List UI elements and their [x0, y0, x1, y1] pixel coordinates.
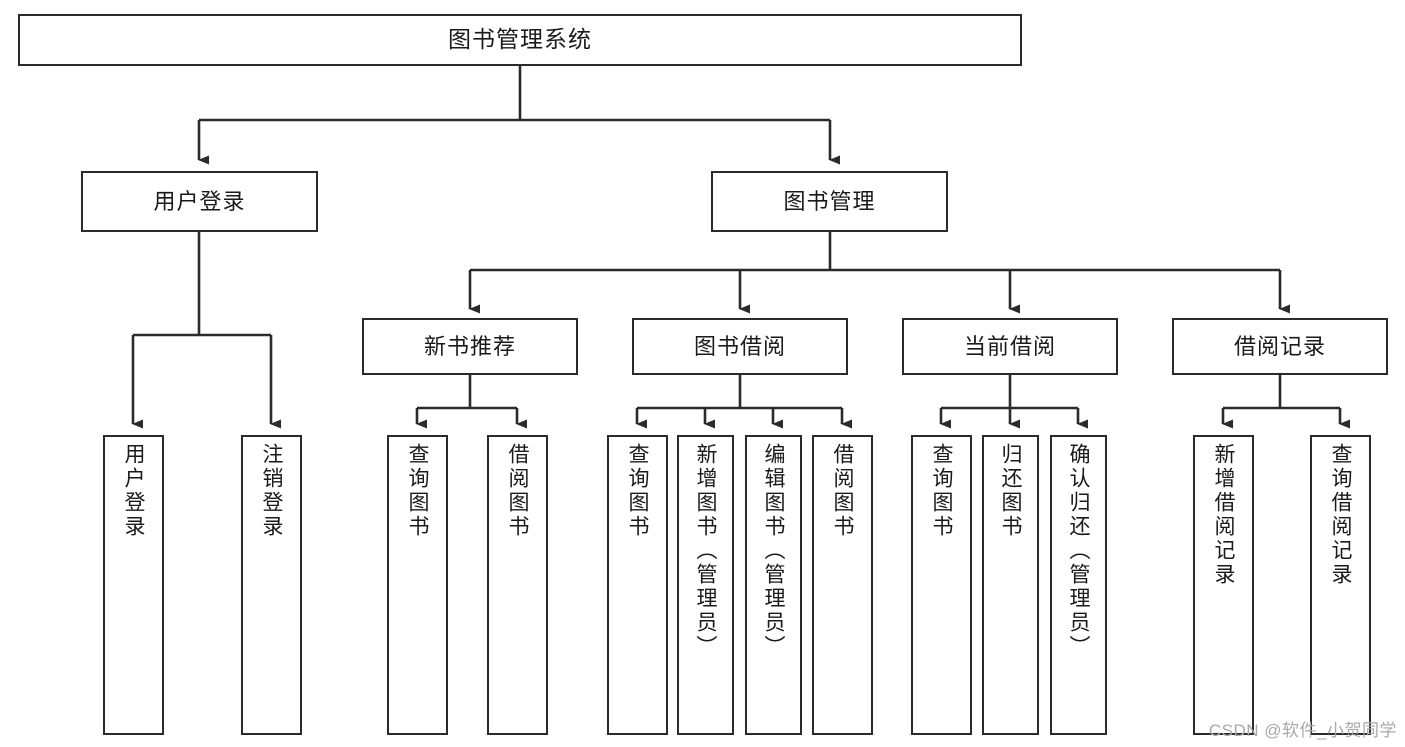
node-label: 借阅图书 [831, 443, 854, 539]
node-label: 查询图书 [626, 443, 649, 539]
node-user-login[interactable]: 用户登录 [81, 171, 318, 232]
node-label: 注销登录 [260, 443, 283, 539]
node-book-management-system[interactable]: 图书管理系统 [18, 14, 1022, 66]
node-book-management[interactable]: 图书管理 [711, 171, 948, 232]
node-label: 当前借阅 [963, 333, 1056, 359]
node-label: 新增图书（管理员） [694, 443, 717, 659]
node-current-borrow[interactable]: 当前借阅 [902, 318, 1118, 375]
node-borrow-record[interactable]: 借阅记录 [1172, 318, 1388, 375]
node-label: 借阅图书 [506, 443, 529, 539]
leaf-new-book-borrow-book[interactable]: 借阅图书 [487, 435, 548, 735]
leaf-current-borrow-confirm-return-admin[interactable]: 确认归还（管理员） [1050, 435, 1107, 735]
leaf-borrow-record-add-record[interactable]: 新增借阅记录 [1193, 435, 1254, 735]
node-label: 用户登录 [122, 443, 145, 539]
node-label: 用户登录 [153, 188, 246, 214]
node-book-borrow[interactable]: 图书借阅 [632, 318, 848, 375]
leaf-book-borrow-edit-book-admin[interactable]: 编辑图书（管理员） [745, 435, 802, 735]
node-label: 借阅记录 [1233, 333, 1326, 359]
node-label: 新书推荐 [423, 333, 516, 359]
node-label: 新增借阅记录 [1212, 443, 1235, 587]
node-label: 图书借阅 [693, 333, 786, 359]
node-label: 归还图书 [999, 443, 1022, 539]
leaf-book-borrow-query-book[interactable]: 查询图书 [607, 435, 668, 735]
leaf-user-login-login[interactable]: 用户登录 [103, 435, 164, 735]
leaf-current-borrow-query-book[interactable]: 查询图书 [911, 435, 972, 735]
node-label: 查询图书 [406, 443, 429, 539]
leaf-new-book-query-book[interactable]: 查询图书 [387, 435, 448, 735]
node-label: 图书管理系统 [448, 26, 592, 53]
node-label: 查询借阅记录 [1329, 443, 1352, 587]
node-new-book-recommend[interactable]: 新书推荐 [362, 318, 578, 375]
leaf-current-borrow-return-book[interactable]: 归还图书 [982, 435, 1039, 735]
leaf-user-login-logout[interactable]: 注销登录 [241, 435, 302, 735]
node-label: 查询图书 [930, 443, 953, 539]
node-label: 编辑图书（管理员） [762, 443, 785, 659]
leaf-book-borrow-borrow-book[interactable]: 借阅图书 [812, 435, 873, 735]
leaf-book-borrow-add-book-admin[interactable]: 新增图书（管理员） [677, 435, 734, 735]
node-label: 确认归还（管理员） [1067, 443, 1090, 659]
leaf-borrow-record-query-record[interactable]: 查询借阅记录 [1310, 435, 1371, 735]
node-label: 图书管理 [783, 188, 876, 214]
